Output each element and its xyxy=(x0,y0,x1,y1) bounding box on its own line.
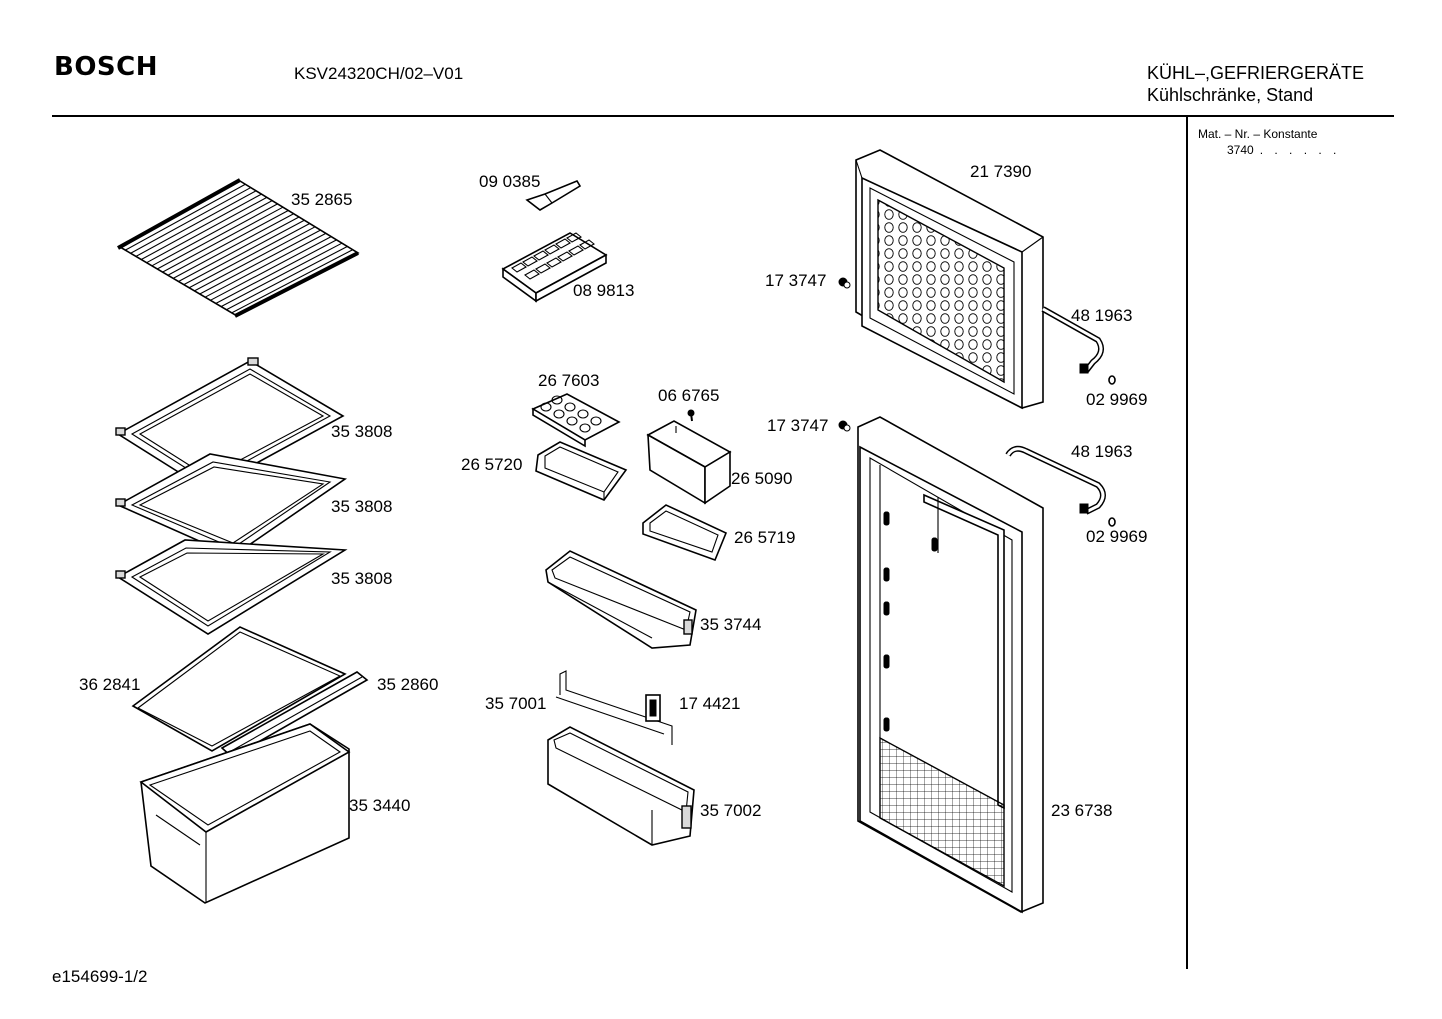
sidebar-value-row: 3740 . . . . . . xyxy=(1227,143,1340,157)
label-ice-tray: 08 9813 xyxy=(573,281,634,300)
label-bottle-shelf: 35 7002 xyxy=(700,801,761,820)
label-cap-top: 02 9969 xyxy=(1086,390,1147,409)
header-divider xyxy=(52,115,1394,117)
door-shelf xyxy=(545,550,697,649)
label-handle-bottom: 48 1963 xyxy=(1071,442,1132,461)
category-title: KÜHL–,GEFRIERGERÄTE xyxy=(1147,63,1365,83)
label-freezer-door: 21 7390 xyxy=(970,162,1031,181)
label-glass-shelf-3: 35 3808 xyxy=(331,569,392,588)
model-number: KSV24320CH/02–V01 xyxy=(294,64,464,83)
ice-tray xyxy=(501,232,608,303)
label-glass-shelf-1: 35 3808 xyxy=(331,422,392,441)
clip xyxy=(645,694,661,722)
pin xyxy=(687,409,695,422)
document-id: e154699-1/2 xyxy=(52,967,148,986)
fridge-door xyxy=(857,416,1044,914)
ice-scraper xyxy=(525,180,582,211)
label-fridge-door: 23 6738 xyxy=(1051,801,1112,820)
label-handle-top: 48 1963 xyxy=(1071,306,1132,325)
label-cover-trim: 35 2860 xyxy=(377,675,438,694)
sidebar-title: Mat. – Nr. – Konstante xyxy=(1198,127,1318,141)
handle-top xyxy=(1041,306,1105,374)
screw-bottom xyxy=(838,420,851,432)
egg-tray xyxy=(531,393,621,448)
crisper-drawer xyxy=(139,723,351,904)
butter-box xyxy=(646,420,732,505)
label-wire-shelf: 35 2865 xyxy=(291,190,352,209)
small-shelf-left xyxy=(535,441,628,501)
label-ice-scraper: 09 0385 xyxy=(479,172,540,191)
glass-shelf-2 xyxy=(115,453,348,557)
small-shelf-right xyxy=(642,504,728,562)
label-bottle-retainer: 35 7001 xyxy=(485,694,546,713)
wire-shelf xyxy=(117,178,360,318)
subcategory-title: Kühlschränke, Stand xyxy=(1147,85,1314,105)
label-clip: 17 4421 xyxy=(679,694,740,713)
label-small-shelf-right: 26 5719 xyxy=(734,528,795,547)
label-pin: 06 6765 xyxy=(658,386,719,405)
label-door-shelf: 35 3744 xyxy=(700,615,761,634)
label-screw-top: 17 3747 xyxy=(765,271,826,290)
label-screw-bottom: 17 3747 xyxy=(767,416,828,435)
screw-top xyxy=(838,277,851,289)
label-small-shelf-left: 26 5720 xyxy=(461,455,522,474)
glass-shelf-3 xyxy=(115,539,348,635)
label-egg-tray: 26 7603 xyxy=(538,371,599,390)
crisper-cover xyxy=(131,626,347,752)
label-butter-box: 26 5090 xyxy=(731,469,792,488)
bottle-shelf xyxy=(547,726,695,846)
sidebar-dots: . . . . . . xyxy=(1259,143,1341,157)
freezer-door xyxy=(855,149,1044,410)
sidebar-divider xyxy=(1186,117,1188,969)
handle-bottom xyxy=(1005,445,1106,515)
brand-logo: BOSCH xyxy=(54,52,158,82)
label-glass-shelf-2: 35 3808 xyxy=(331,497,392,516)
sidebar-value: 3740 xyxy=(1227,143,1254,157)
label-cap-bottom: 02 9969 xyxy=(1086,527,1147,546)
label-crisper-cover: 36 2841 xyxy=(79,675,140,694)
cap-bottom xyxy=(1108,517,1116,527)
label-crisper-drawer: 35 3440 xyxy=(349,796,410,815)
cap-top xyxy=(1108,375,1116,385)
bottle-retainer xyxy=(555,670,673,745)
